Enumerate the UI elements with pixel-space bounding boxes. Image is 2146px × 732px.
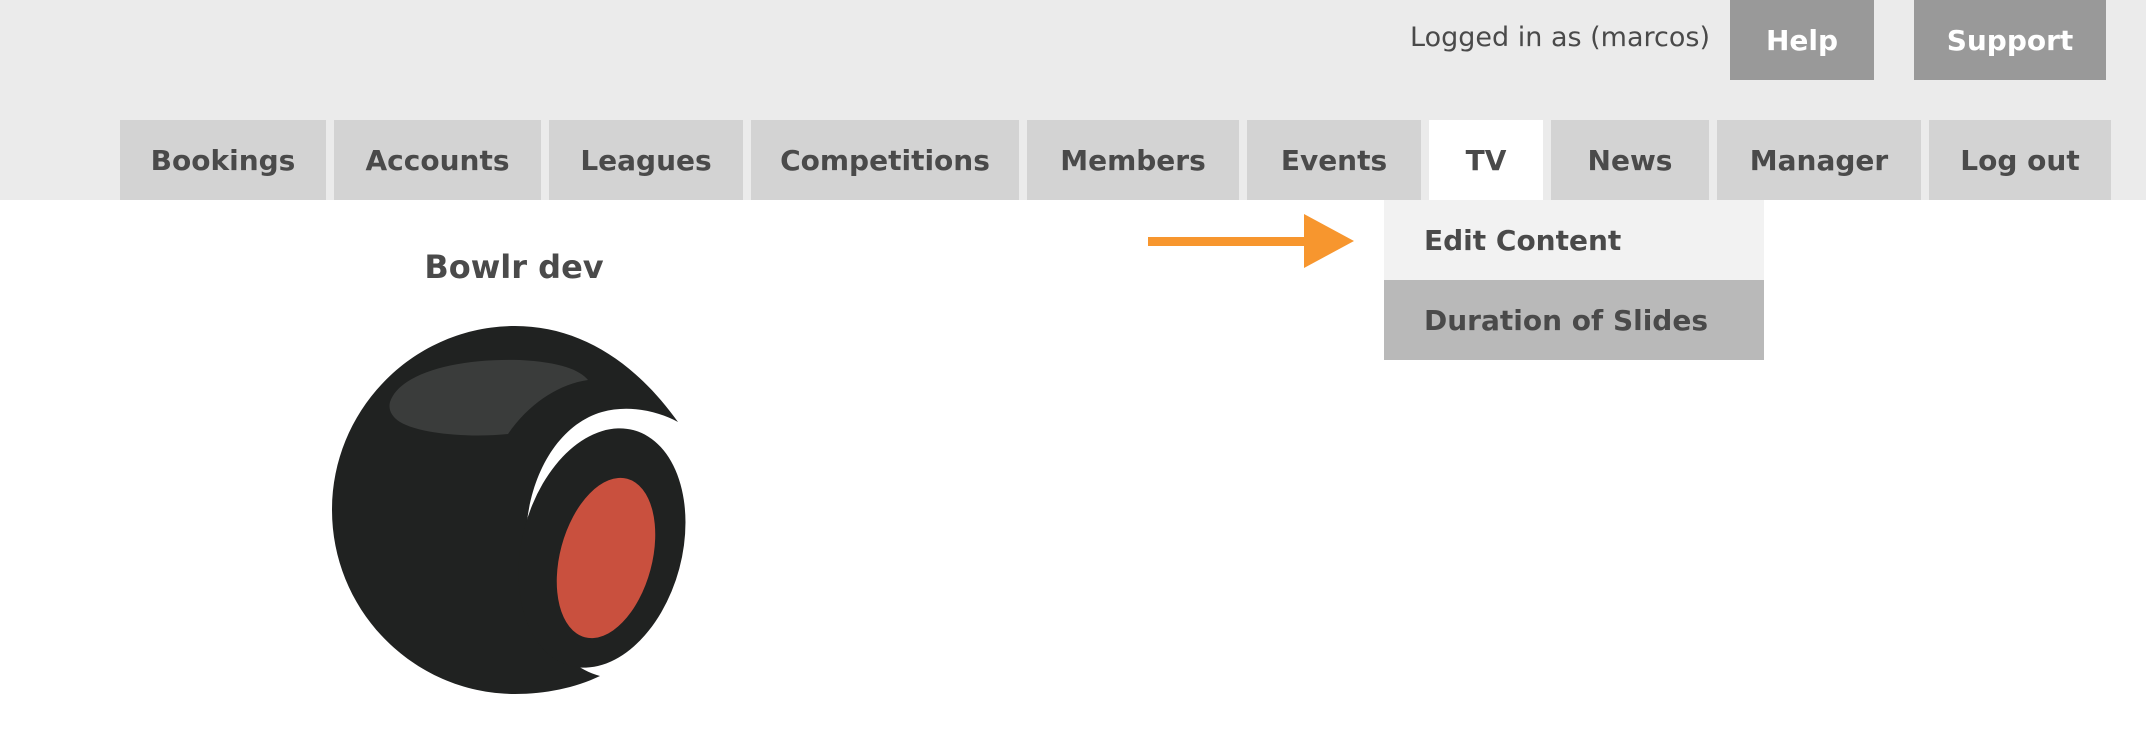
tab-log-out[interactable]: Log out bbox=[1929, 120, 2111, 200]
menu-item-edit-content[interactable]: Edit Content bbox=[1384, 200, 1764, 280]
logged-in-label: Logged in as (marcos) bbox=[1410, 22, 1710, 53]
tv-dropdown-menu: Edit Content Duration of Slides bbox=[1384, 200, 1764, 360]
support-button[interactable]: Support bbox=[1914, 0, 2106, 80]
tab-accounts[interactable]: Accounts bbox=[334, 120, 541, 200]
user-area: Logged in as (marcos) Help Support bbox=[1410, 0, 2106, 80]
tab-members[interactable]: Members bbox=[1027, 120, 1239, 200]
help-button[interactable]: Help bbox=[1730, 0, 1874, 80]
main-nav: Bookings Accounts Leagues Competitions M… bbox=[120, 120, 2111, 200]
site-title: Bowlr dev bbox=[424, 248, 604, 286]
tab-leagues[interactable]: Leagues bbox=[549, 120, 743, 200]
tab-competitions[interactable]: Competitions bbox=[751, 120, 1019, 200]
bowling-ball-logo-icon bbox=[332, 326, 686, 694]
tab-news[interactable]: News bbox=[1551, 120, 1709, 200]
tab-bookings[interactable]: Bookings bbox=[120, 120, 326, 200]
arrow-right-icon bbox=[1148, 214, 1354, 268]
tab-events[interactable]: Events bbox=[1247, 120, 1421, 200]
tab-tv[interactable]: TV bbox=[1429, 120, 1543, 200]
menu-item-duration-of-slides[interactable]: Duration of Slides bbox=[1384, 280, 1764, 360]
tab-manager[interactable]: Manager bbox=[1717, 120, 1921, 200]
top-bar: Logged in as (marcos) Help Support Booki… bbox=[0, 0, 2146, 200]
